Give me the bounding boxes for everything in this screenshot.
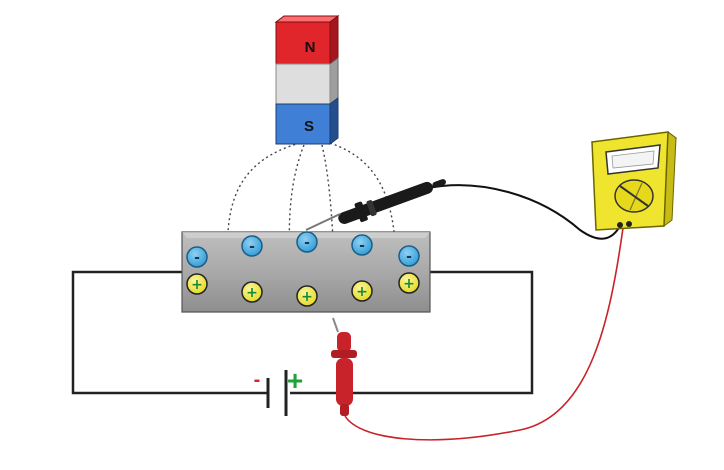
battery: - + xyxy=(254,365,303,416)
negative-charge: - xyxy=(241,235,263,257)
positive-charge: + xyxy=(398,272,420,294)
positive-charge: + xyxy=(241,281,263,303)
multimeter-display xyxy=(605,144,661,175)
multimeter-dial xyxy=(614,179,654,213)
svg-text:+: + xyxy=(403,276,415,292)
svg-text:+: + xyxy=(356,284,368,300)
svg-text:-: - xyxy=(194,250,200,266)
negative-charge: - xyxy=(351,234,373,256)
negative-charge: - xyxy=(398,245,420,267)
battery-negative-label: - xyxy=(254,369,261,391)
svg-text:-: - xyxy=(359,238,365,254)
negative-charge: - xyxy=(296,231,318,253)
negative-charges: - - - - - xyxy=(186,231,420,268)
multimeter xyxy=(590,131,678,231)
magnet-south-pole: S xyxy=(275,97,339,145)
positive-charge: + xyxy=(186,273,208,295)
red-probe xyxy=(331,227,624,441)
magnet-north-pole: N xyxy=(274,15,340,65)
negative-charge: - xyxy=(186,246,208,268)
svg-text:+: + xyxy=(246,285,258,301)
magnet-middle-section xyxy=(275,57,339,105)
bar-magnet: N S xyxy=(274,15,340,145)
circuit-wire xyxy=(71,270,534,395)
positive-charge: + xyxy=(351,280,373,302)
svg-text:+: + xyxy=(191,277,203,293)
svg-text:-: - xyxy=(249,239,255,255)
svg-text:S: S xyxy=(304,118,314,135)
multimeter-jacks xyxy=(617,221,632,228)
svg-text:-: - xyxy=(304,235,310,251)
positive-charge: + xyxy=(296,285,318,307)
svg-text:+: + xyxy=(301,289,313,305)
black-probe xyxy=(305,179,621,240)
svg-text:-: - xyxy=(406,249,412,265)
svg-text:N: N xyxy=(305,39,316,56)
battery-positive-label: + xyxy=(287,365,303,396)
positive-charges: + + + + + xyxy=(186,272,420,307)
